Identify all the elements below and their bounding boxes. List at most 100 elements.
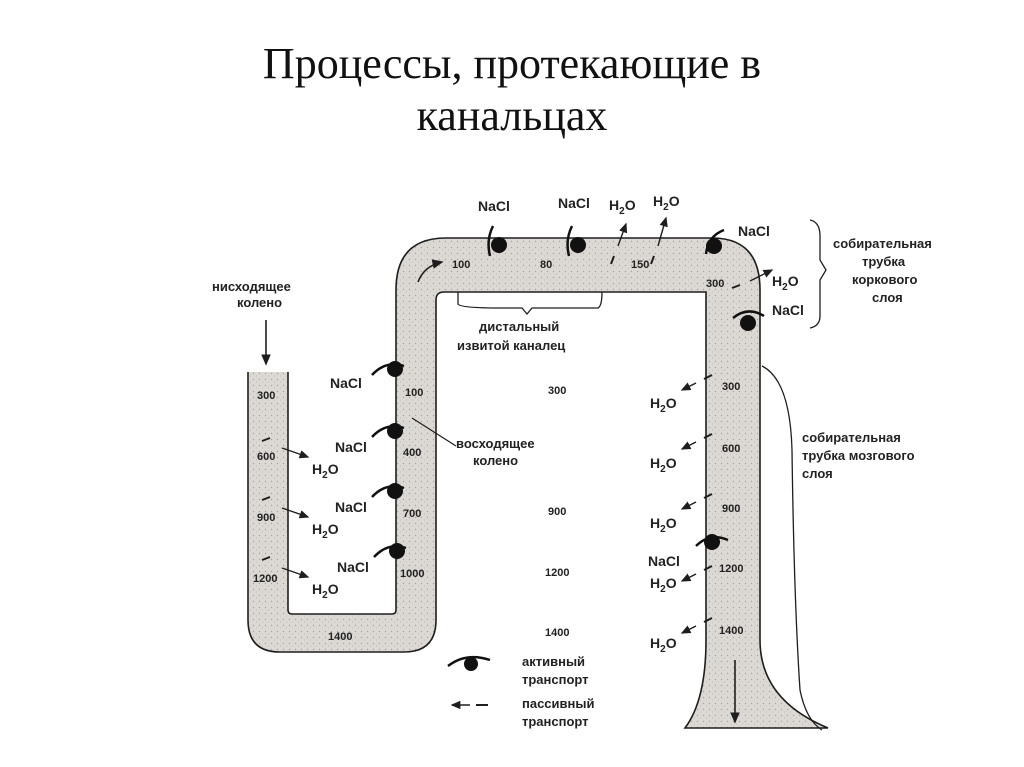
h2o-label: H2O [650, 455, 677, 475]
legend-passive-label: транспорт [522, 714, 589, 729]
ascending-value: 100 [405, 387, 423, 399]
distal-value: 100 [452, 259, 470, 271]
nacl-label: NaCl [335, 439, 367, 455]
descending-value: 300 [257, 390, 275, 402]
distal-bracket [457, 291, 603, 316]
passive-arrow [610, 255, 615, 265]
distal-value: 80 [540, 259, 552, 271]
legend-active-label: активный [522, 654, 585, 669]
ascending-limb-label: колено [473, 453, 518, 468]
passive-arrow [650, 255, 655, 265]
legend-passive-label: пассивный [522, 696, 594, 711]
h2o-label: H2O [609, 197, 636, 217]
bend-value: 1400 [328, 631, 352, 643]
legend-active-label: транспорт [522, 672, 589, 687]
descending-value: 900 [257, 512, 275, 524]
distal-flow-arrow [417, 259, 444, 283]
passive-arrow [281, 567, 310, 579]
medullary-duct-label: слоя [802, 466, 833, 481]
passive-arrow [281, 447, 310, 459]
passive-arrow [680, 382, 697, 391]
interstitium-value: 1400 [545, 627, 569, 639]
nacl-label: NaCl [738, 223, 770, 239]
medullary-bracket [761, 365, 823, 731]
h2o-label: H2O [650, 395, 677, 415]
medullary-value: 1200 [719, 563, 743, 575]
h2o-label: H2O [772, 273, 799, 293]
medullary-duct-label: трубка мозгового [802, 448, 915, 463]
medullary-value: 300 [722, 381, 740, 393]
interstitium-value: 300 [548, 385, 566, 397]
descending-limb-label: нисходящее [212, 279, 291, 294]
active-pump [732, 310, 765, 331]
slide-title: Процессы, протекающие в канальцах [0, 38, 1024, 142]
h2o-label: H2O [312, 461, 339, 481]
title-line-1: Процессы, протекающие в [262, 39, 762, 88]
cortical-bracket [809, 219, 827, 329]
passive-arrow [749, 269, 774, 282]
h2o-label: H2O [650, 515, 677, 535]
active-pump [487, 225, 507, 257]
distal-value: 150 [631, 259, 649, 271]
medullary-value: 600 [722, 443, 740, 455]
passive-arrow [680, 573, 697, 582]
passive-arrow [703, 374, 713, 380]
h2o-label: H2O [312, 521, 339, 541]
medullary-value: 1400 [719, 625, 743, 637]
active-pump [373, 543, 407, 559]
nacl-label: NaCl [335, 499, 367, 515]
h2o-label: H2O [653, 193, 680, 213]
nacl-label: NaCl [772, 302, 804, 318]
cortical-duct-label: собирательная [833, 236, 932, 251]
nacl-label: NaCl [337, 559, 369, 575]
nacl-label: NaCl [478, 198, 510, 214]
h2o-label: H2O [650, 575, 677, 595]
active-pump [695, 534, 729, 550]
h2o-label: H2O [312, 581, 339, 601]
cortical-duct-label: трубка [862, 254, 906, 269]
passive-arrow [703, 617, 713, 623]
legend-active-icon [447, 655, 491, 671]
ascending-limb-label: восходящее [456, 436, 535, 451]
passive-arrow [657, 216, 668, 247]
descending-limb-tube [247, 237, 829, 729]
nacl-label: NaCl [648, 553, 680, 569]
descending-limb-label: колено [237, 295, 282, 310]
descending-value: 1200 [253, 573, 277, 585]
active-pump [704, 228, 725, 255]
active-pump [371, 423, 405, 439]
passive-arrow [680, 501, 697, 510]
active-pump [566, 225, 586, 257]
active-pump [371, 483, 405, 499]
ascending-value: 700 [403, 508, 421, 520]
passive-arrow [703, 433, 713, 439]
cortical-duct-label: слоя [872, 290, 903, 305]
passive-arrow [703, 493, 713, 499]
passive-arrow [680, 625, 697, 634]
interstitium-value: 1200 [545, 567, 569, 579]
medullary-value: 900 [722, 503, 740, 515]
title-line-2: канальцах [416, 91, 608, 140]
ascending-value: 400 [403, 447, 421, 459]
distal-tubule-label: дистальный [479, 319, 559, 334]
passive-arrow [281, 507, 310, 519]
passive-arrow [680, 441, 697, 450]
ascending-value: 1000 [400, 568, 424, 580]
passive-arrow [731, 284, 741, 289]
nacl-label: NaCl [330, 375, 362, 391]
passive-arrow [617, 222, 628, 247]
passive-arrow [261, 496, 271, 501]
descending-value: 600 [257, 451, 275, 463]
passive-arrow [703, 565, 713, 571]
passive-arrow [261, 437, 271, 442]
cortical-duct-label: коркового [852, 272, 917, 287]
medullary-duct-label: собирательная [802, 430, 901, 445]
ascending-pointer [411, 417, 457, 447]
distal-tubule-label: извитой каналец [457, 338, 565, 353]
passive-arrow [261, 556, 271, 561]
nacl-label: NaCl [558, 195, 590, 211]
h2o-label: H2O [650, 635, 677, 655]
active-pump [371, 361, 405, 377]
cortical-value: 300 [706, 278, 724, 290]
